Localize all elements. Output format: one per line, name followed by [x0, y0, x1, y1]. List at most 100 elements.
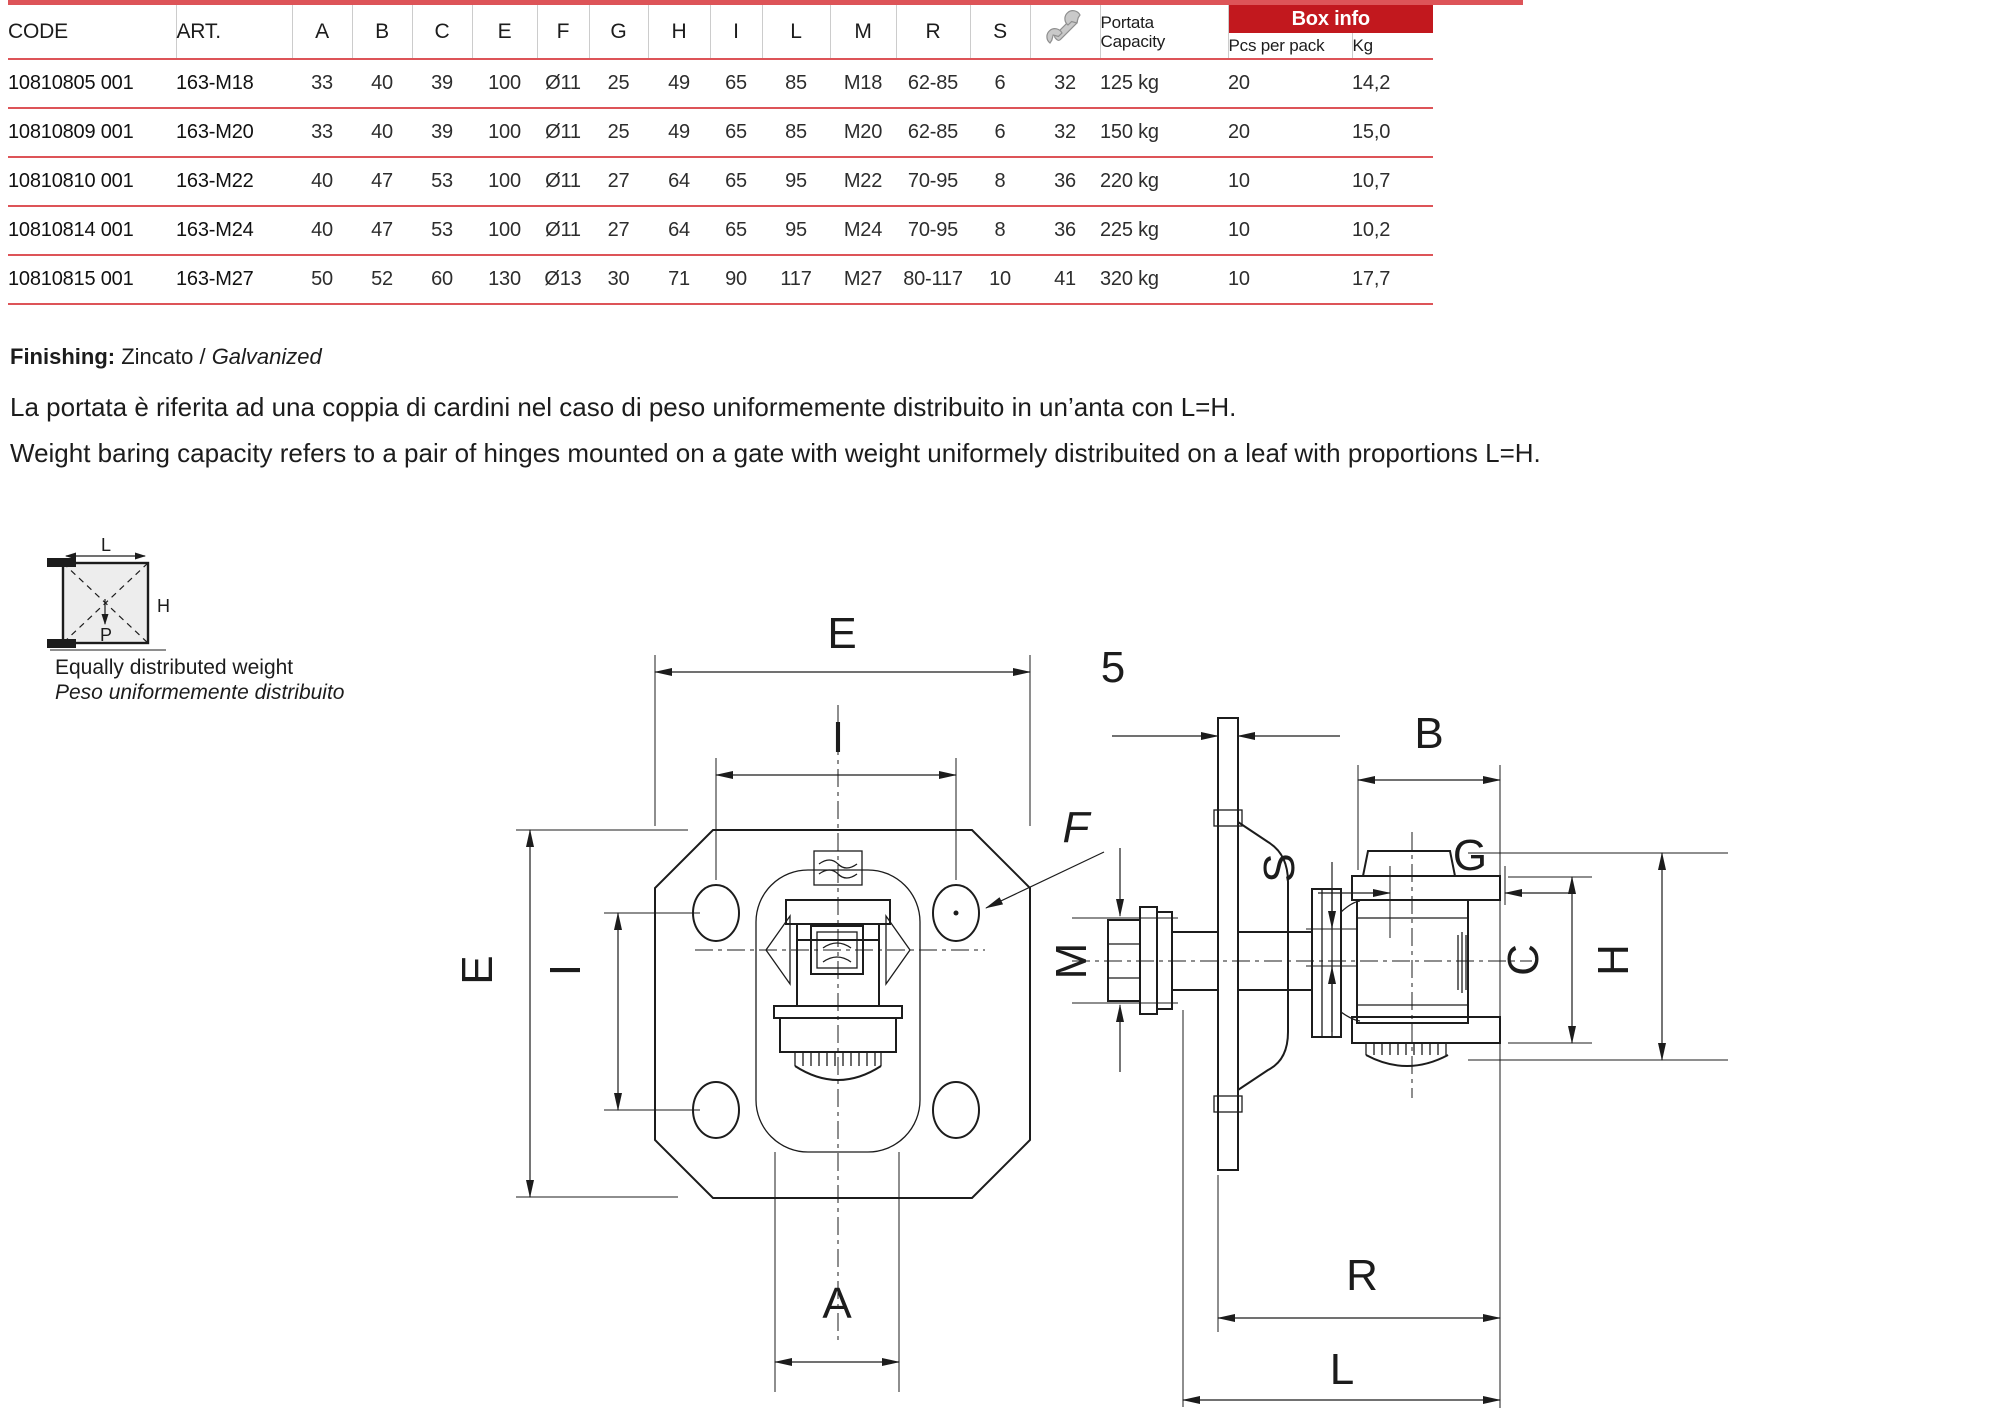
- cell-b: 40: [352, 59, 412, 109]
- col-header-pcs-per-pack: Pcs per pack: [1228, 33, 1353, 60]
- adjust-bolt: [1107, 906, 1312, 1015]
- cell-i: 90: [710, 255, 762, 305]
- wrench-icon: [1046, 10, 1081, 44]
- cell-code: 10810810 001: [8, 157, 176, 207]
- dim-label-h: H: [157, 596, 170, 616]
- cell-pcs: 20: [1228, 59, 1352, 109]
- svg-text:B: B: [1414, 709, 1443, 758]
- front-view-drawing: E I E I A F: [453, 609, 1105, 1392]
- cell-capacity: 150 kg: [1100, 108, 1228, 158]
- cell-kg: 10,2: [1352, 206, 1434, 256]
- side-view-drawing: 5 B G S: [1047, 643, 1728, 1408]
- capacity-label-line2: Capacity: [1100, 31, 1166, 51]
- cell-c: 60: [412, 255, 472, 305]
- cell-e: 100: [472, 206, 537, 256]
- cell-r: 62-85: [896, 59, 970, 109]
- col-header-b: B: [352, 5, 413, 60]
- dim-l: L: [1182, 1010, 1501, 1407]
- cell-l: 85: [762, 59, 830, 109]
- box-info-banner: Box info: [1228, 5, 1434, 33]
- cell-wrench-size: 36: [1030, 206, 1100, 256]
- col-header-r: R: [896, 5, 971, 60]
- cell-a: 40: [292, 157, 352, 207]
- cell-wrench-size: 32: [1030, 108, 1100, 158]
- dim-label-l: L: [101, 535, 111, 555]
- cell-art: 163-M20: [176, 108, 292, 158]
- cell-g: 25: [589, 59, 648, 109]
- cell-kg: 15,0: [1352, 108, 1434, 158]
- cell-a: 33: [292, 108, 352, 158]
- dim-c: C: [1499, 876, 1592, 1044]
- note-italian: La portata è riferita ad una coppia di c…: [10, 392, 1237, 422]
- spec-table-wrap: CODE ART. A B C E F G H I L M R S: [8, 5, 1434, 305]
- cell-code: 10810805 001: [8, 59, 176, 109]
- cell-m: M18: [830, 59, 896, 109]
- hinge-body-side: [1311, 850, 1501, 1067]
- cell-capacity: 320 kg: [1100, 255, 1228, 305]
- svg-text:S: S: [1255, 853, 1304, 882]
- svg-text:R: R: [1346, 1251, 1378, 1300]
- cell-s: 6: [970, 108, 1030, 158]
- col-header-s: S: [970, 5, 1031, 60]
- cell-a: 50: [292, 255, 352, 305]
- cell-f: Ø11: [537, 206, 589, 256]
- cell-c: 39: [412, 108, 472, 158]
- cell-e: 100: [472, 108, 537, 158]
- cell-i: 65: [710, 108, 762, 158]
- cell-b: 47: [352, 157, 412, 207]
- col-header-h: H: [648, 5, 711, 60]
- svg-text:M: M: [1047, 943, 1096, 980]
- svg-text:H: H: [1589, 944, 1638, 976]
- svg-text:E: E: [453, 955, 502, 984]
- dim-g: G: [1318, 831, 1572, 938]
- dim-5: 5: [1101, 643, 1340, 740]
- col-header-kg: Kg: [1352, 33, 1434, 60]
- cell-h: 64: [648, 206, 710, 256]
- mount-hole: [932, 884, 980, 942]
- table-row: 10810814 001 163-M24 40 47 53 100 Ø11 27…: [8, 206, 1434, 256]
- cell-r: 70-95: [896, 157, 970, 207]
- svg-text:I: I: [832, 713, 844, 762]
- serration-front: [794, 1051, 882, 1066]
- cell-f: Ø11: [537, 108, 589, 158]
- cell-s: 6: [970, 59, 1030, 109]
- svg-text:5: 5: [1101, 643, 1125, 692]
- spec-table: CODE ART. A B C E F G H I L M R S: [8, 5, 1434, 305]
- dim-a: A: [774, 1279, 900, 1366]
- technical-drawings: L H P Equally distributed weight Peso un…: [47, 535, 1728, 1408]
- side-plate: [1217, 717, 1239, 1171]
- dim-s: S: [1255, 853, 1356, 1032]
- cell-i: 65: [710, 206, 762, 256]
- cell-wrench-size: 41: [1030, 255, 1100, 305]
- cell-f: Ø11: [537, 59, 589, 109]
- cell-l: 95: [762, 206, 830, 256]
- col-header-e: E: [472, 5, 538, 60]
- dim-e-left: E: [453, 829, 688, 1198]
- cell-e: 100: [472, 157, 537, 207]
- dim-label-p: P: [100, 625, 112, 645]
- weight-caption-it: Peso uniformemente distribuito: [55, 681, 345, 704]
- svg-text:F: F: [1063, 803, 1092, 852]
- hinge-mark-top: [47, 558, 76, 567]
- cell-art: 163-M24: [176, 206, 292, 256]
- finishing-value-en: Galvanized: [211, 344, 322, 369]
- cell-capacity: 220 kg: [1100, 157, 1228, 207]
- cell-pcs: 10: [1228, 255, 1352, 305]
- cell-g: 27: [589, 206, 648, 256]
- cell-c: 39: [412, 59, 472, 109]
- cell-wrench-size: 36: [1030, 157, 1100, 207]
- dim-h: H: [1468, 852, 1728, 1061]
- hinge-mark-bottom: [47, 639, 76, 648]
- cell-capacity: 225 kg: [1100, 206, 1228, 256]
- cell-h: 49: [648, 59, 710, 109]
- cell-pcs: 10: [1228, 206, 1352, 256]
- cell-a: 33: [292, 59, 352, 109]
- cell-s: 10: [970, 255, 1030, 305]
- cell-wrench-size: 32: [1030, 59, 1100, 109]
- table-row: 10810815 001 163-M27 50 52 60 130 Ø13 30…: [8, 255, 1434, 305]
- cell-f: Ø11: [537, 157, 589, 207]
- dim-i-top: I: [715, 713, 957, 880]
- svg-text:G: G: [1453, 831, 1487, 880]
- col-header-code: CODE: [8, 5, 177, 60]
